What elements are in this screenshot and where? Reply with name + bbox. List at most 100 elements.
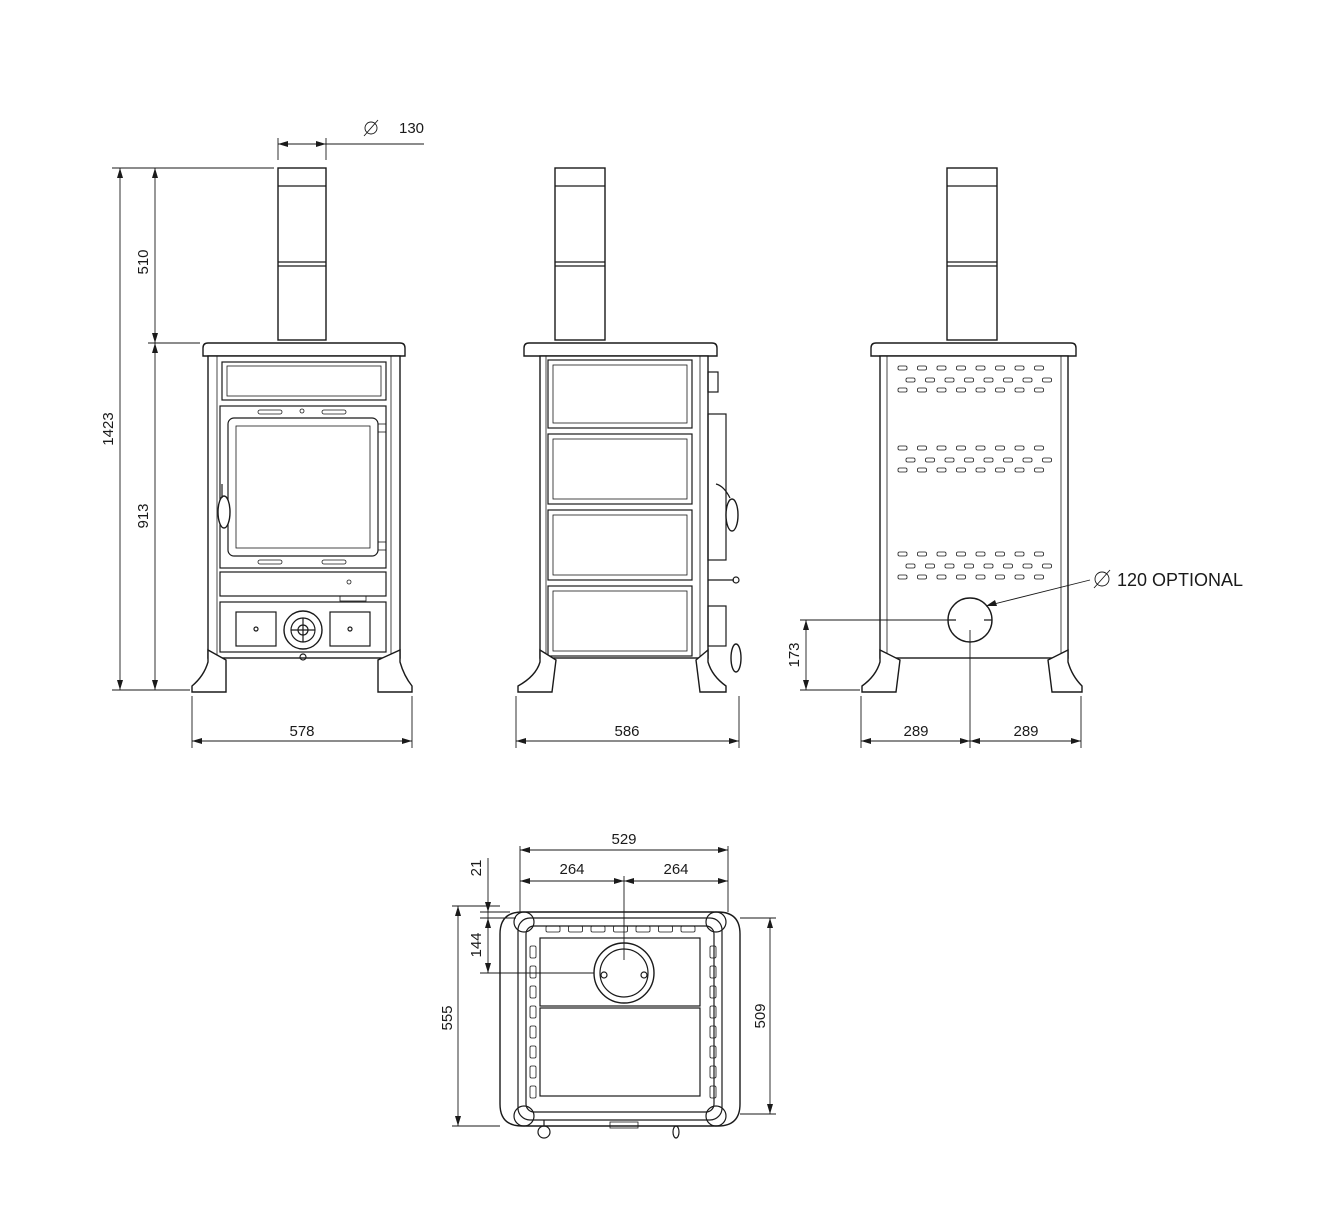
back-view: [861, 167, 1083, 693]
back-vent-slot: [995, 365, 1005, 371]
top-rim-slot: [635, 925, 651, 933]
back-vent-slot: [917, 551, 927, 557]
front-door-glass: [227, 417, 379, 557]
top-rim-slot: [680, 925, 696, 933]
back-vent-slot: [1034, 574, 1044, 580]
dim-flue-height: 510: [135, 249, 152, 274]
dim-back-half-right: 289: [1013, 723, 1038, 740]
back-vent-slot: [995, 445, 1005, 451]
back-vent-slot: [1042, 377, 1052, 383]
back-vent-slot: [975, 387, 986, 393]
side-flue-pipe: [554, 167, 606, 341]
back-vent-slot: [936, 445, 947, 451]
back-vent-slot: [995, 467, 1005, 473]
back-vent-slot: [975, 365, 986, 371]
back-vent-slot: [897, 574, 908, 580]
back-vent-slot: [1034, 387, 1044, 393]
back-vent-slot: [897, 467, 908, 473]
back-vent-slot: [925, 563, 935, 569]
dim-top-half-right: 264: [663, 861, 688, 878]
top-rim-slot: [709, 1085, 717, 1099]
back-vent-slot: [983, 563, 994, 569]
dim-top-overall-depth: 555: [439, 1005, 456, 1030]
back-vent-slot: [975, 551, 986, 557]
top-rim-slot: [529, 1045, 537, 1059]
side-leg-right: [695, 648, 727, 693]
back-vent-slot: [1014, 551, 1025, 557]
back-vent-slot: [917, 467, 927, 473]
dim-top-inner-depth: 509: [752, 1003, 769, 1028]
dim-total-height: 1423: [100, 412, 117, 445]
back-vent-slot: [983, 457, 994, 463]
front-flue-pipe: [277, 167, 327, 341]
top-rim-slot: [709, 965, 717, 979]
back-vent-slot: [1022, 563, 1033, 569]
top-rim-slot: [545, 925, 561, 933]
dim-outlet-height: 173: [786, 642, 803, 667]
side-leg-left: [517, 648, 557, 693]
back-vent-slots: [897, 365, 1052, 580]
top-rim-slot: [568, 925, 583, 933]
back-vent-slot: [944, 457, 955, 463]
top-rim-slot: [529, 1065, 537, 1079]
back-vent-slot: [905, 457, 916, 463]
top-rim-slot: [529, 1005, 537, 1019]
back-vent-slot: [925, 457, 935, 463]
top-rim-slot: [529, 985, 537, 999]
back-top-plate: [870, 342, 1077, 357]
back-vent-slot: [897, 551, 908, 557]
top-rim-slot: [613, 925, 628, 933]
back-vent-slot: [897, 365, 908, 371]
front-leg-left: [191, 648, 227, 693]
back-vent-slot: [956, 574, 966, 580]
top-rim-slot: [529, 945, 537, 959]
back-vent-slot: [917, 365, 927, 371]
dim-top-flue-offset: 144: [468, 932, 485, 957]
back-vent-slot: [917, 574, 927, 580]
top-view: [499, 911, 741, 1139]
back-vent-slot: [964, 457, 974, 463]
front-door-handle: [217, 495, 231, 529]
back-vent-slot: [1003, 377, 1013, 383]
dim-top-overall-width: 529: [611, 831, 636, 848]
back-vent-slot: [975, 445, 986, 451]
back-vent-slot: [936, 574, 947, 580]
back-vent-slot: [936, 551, 947, 557]
back-vent-slot: [1034, 467, 1044, 473]
back-vent-slot: [944, 377, 955, 383]
side-body: [539, 355, 709, 659]
back-vent-slot: [983, 377, 994, 383]
back-vent-slot: [964, 563, 974, 569]
front-leg-right: [377, 648, 413, 693]
front-view: [191, 167, 413, 693]
back-vent-slot: [917, 387, 927, 393]
back-vent-slot: [956, 445, 966, 451]
back-flue-pipe: [946, 167, 998, 341]
diameter-symbol-flue: [364, 121, 378, 135]
back-vent-slot: [1022, 377, 1033, 383]
back-vent-slot: [1003, 457, 1013, 463]
diameter-symbol-outlet: [1094, 571, 1110, 587]
top-rim-slot: [709, 1005, 717, 1019]
back-vent-slot: [1014, 467, 1025, 473]
top-rim-slot: [709, 985, 717, 999]
top-rim-slot: [709, 1025, 717, 1039]
label-optional-outlet: 120 OPTIONAL: [1117, 570, 1243, 590]
back-vent-slot: [1014, 365, 1025, 371]
back-leg-left: [861, 648, 901, 693]
dim-top-rim-offset: 21: [468, 860, 485, 877]
back-vent-slot: [905, 563, 916, 569]
dim-front-width: 578: [289, 723, 314, 740]
top-rim-slot: [529, 1025, 537, 1039]
back-vent-slot: [1034, 551, 1044, 557]
back-vent-slot: [944, 563, 955, 569]
back-vent-slot: [995, 387, 1005, 393]
back-vent-slot: [995, 574, 1005, 580]
top-rim-slot: [529, 965, 537, 979]
back-vent-slot: [917, 445, 927, 451]
dim-side-depth: 586: [614, 723, 639, 740]
back-vent-slot: [1003, 563, 1013, 569]
back-vent-slot: [1034, 365, 1044, 371]
back-vent-slot: [936, 387, 947, 393]
